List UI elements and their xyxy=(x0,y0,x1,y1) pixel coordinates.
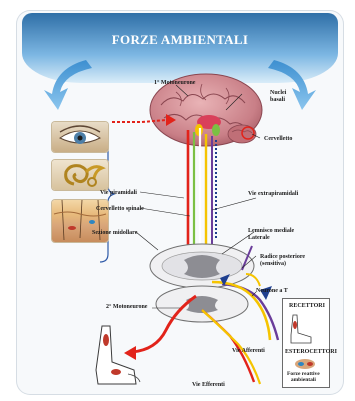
eye-image xyxy=(52,122,108,152)
cochlea-image xyxy=(52,160,108,190)
left-curved-arrow xyxy=(44,60,92,110)
label-pyramidal-pathways: Vie piramidali xyxy=(100,190,137,197)
diagram-frame: FORZE AMBIENTALI xyxy=(16,10,344,395)
label-exteroceptors: ESTEROCETTORI xyxy=(285,349,337,356)
label-t-neuron: Neurone a T xyxy=(256,288,288,295)
label-reactive-forces: Forze reattive ambientali xyxy=(287,371,320,383)
label-receptors: RECETTORI xyxy=(289,303,325,310)
receptors-box: RECETTORI ESTEROCETTORI Forze reattive a… xyxy=(282,298,330,388)
label-posterior-root: Radice posteriore (sensitiva) xyxy=(260,254,305,268)
exteroceptor-image xyxy=(283,357,329,371)
label-extrapyramidal-pathways: Vie extrapiramidali xyxy=(248,191,298,198)
label-cerebellum: Cervelletto xyxy=(264,136,292,143)
label-spinal-section: Sezione midollare xyxy=(92,230,137,237)
label-spinal-cerebellum: Cervelletto spinale xyxy=(96,206,144,213)
label-efferent-pathways: Vie Efferenti xyxy=(192,382,225,389)
receptor-image xyxy=(283,311,329,345)
label-basal-nuclei: Nuclei basali xyxy=(270,90,286,104)
label-2nd-motoneuron: 2° Motoneurone xyxy=(106,304,147,311)
label-lemniscus: Lemnisco mediale Laterale xyxy=(248,228,294,242)
label-afferent-pathways: Vie Afferenti xyxy=(232,348,265,355)
label-1st-motoneuron: 1° Motoneurone xyxy=(154,80,195,87)
